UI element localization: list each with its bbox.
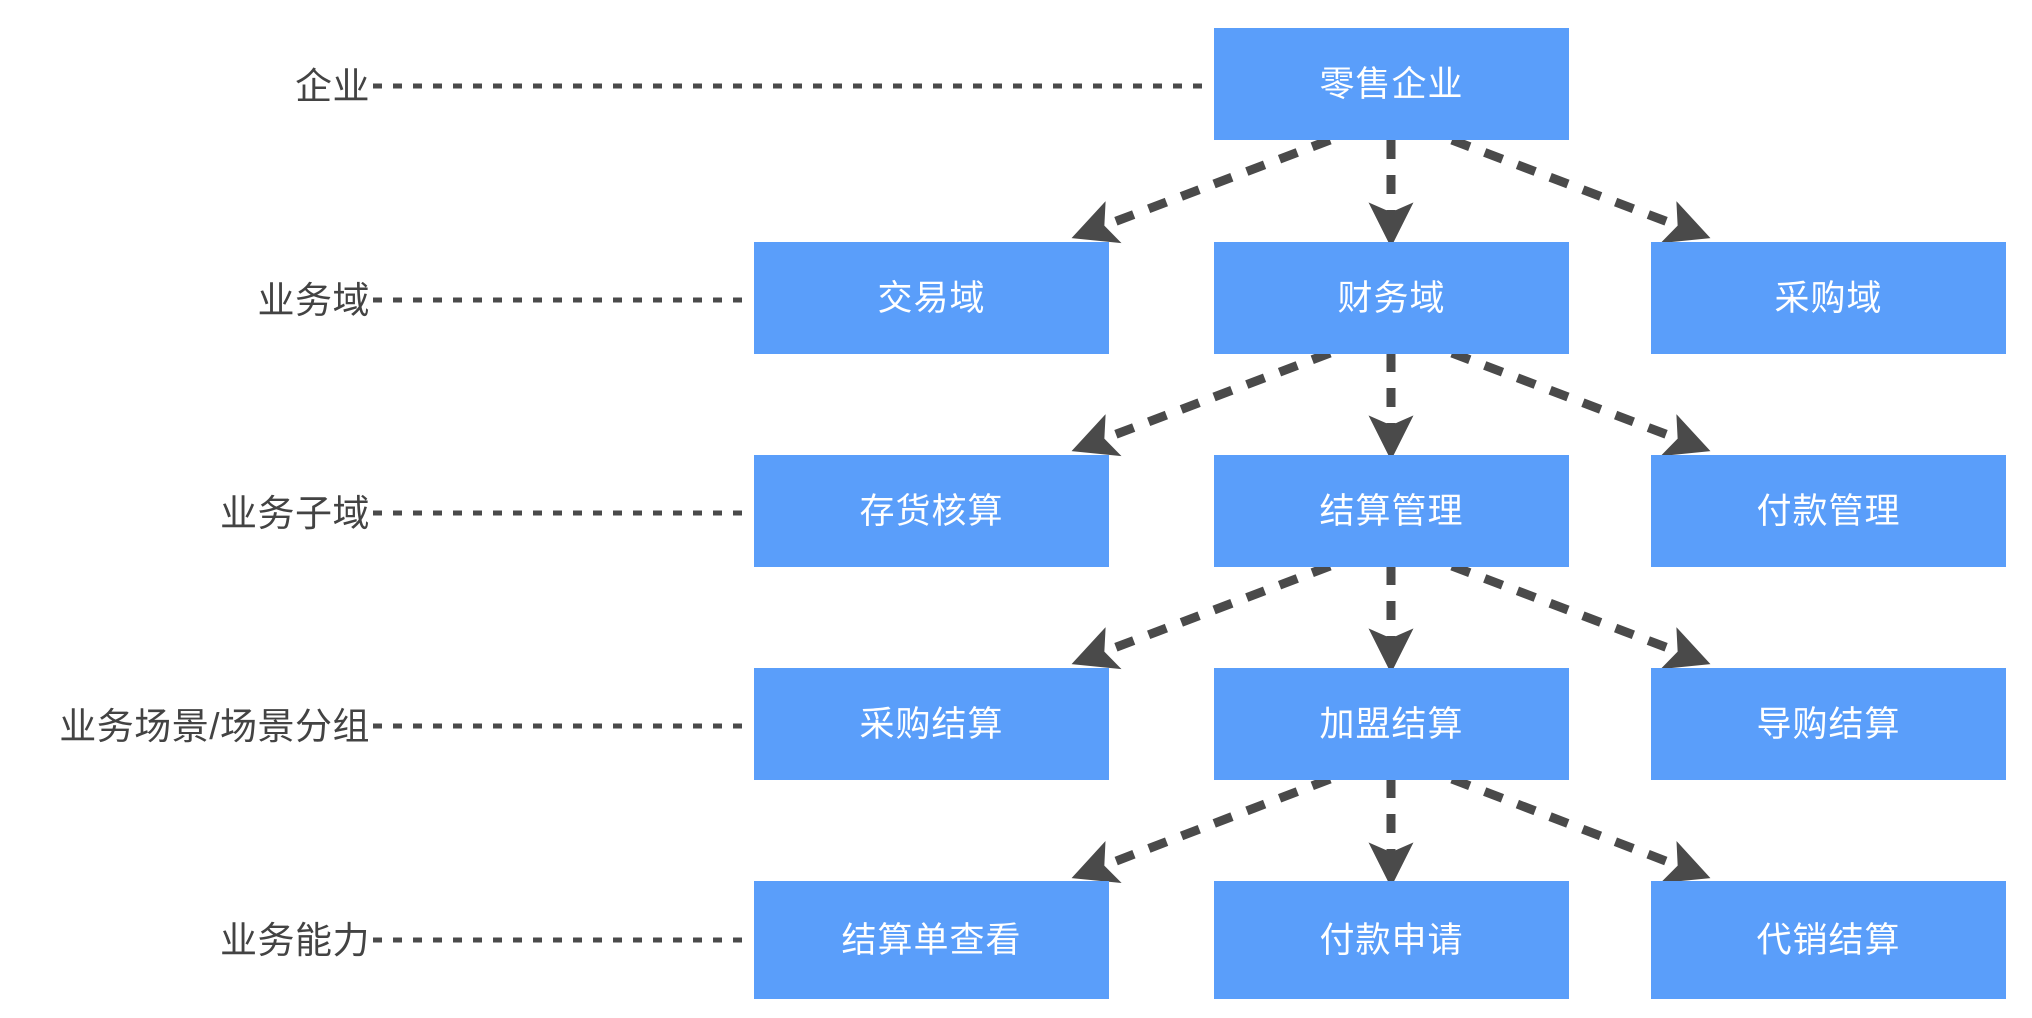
edge-franchise-to-consign	[1450, 774, 1711, 884]
node-procurement-domain[interactable]: 采购域	[1651, 242, 2006, 354]
row-label-business-subdomain: 业务子域	[220, 493, 370, 534]
edge-finance-to-payment	[1450, 348, 1711, 457]
node-retail-enterprise[interactable]: 零售企业	[1214, 28, 1569, 140]
node-payment-application[interactable]: 付款申请	[1214, 881, 1569, 999]
edge-finance-to-inventory	[1071, 348, 1332, 457]
node-settlement-management[interactable]: 结算管理	[1214, 455, 1569, 567]
node-transaction-domain[interactable]: 交易域	[754, 242, 1109, 354]
row-label-business-scenario: 业务场景/场景分组	[59, 706, 370, 747]
edge-franchise-to-view	[1071, 774, 1332, 884]
node-franchise-settlement[interactable]: 加盟结算	[1214, 668, 1569, 780]
edge-retail-to-procurement	[1450, 135, 1711, 244]
node-finance-domain[interactable]: 财务域	[1214, 242, 1569, 354]
node-inventory-accounting[interactable]: 存货核算	[754, 455, 1109, 567]
row-label-business-capability: 业务能力	[220, 920, 370, 961]
row-label-business-domain: 业务域	[257, 280, 370, 321]
node-guide-settlement[interactable]: 导购结算	[1651, 668, 2006, 780]
node-purchase-settlement[interactable]: 采购结算	[754, 668, 1109, 780]
edge-retail-to-transaction	[1071, 135, 1332, 244]
edge-settlement-to-guide	[1450, 561, 1711, 670]
node-payment-management[interactable]: 付款管理	[1651, 455, 2006, 567]
edge-settlement-to-purchase	[1071, 561, 1332, 670]
row-label-enterprise: 企业	[295, 66, 370, 107]
node-consignment-settlement[interactable]: 代销结算	[1651, 881, 2006, 999]
node-settlement-bill-view[interactable]: 结算单查看	[754, 881, 1109, 999]
